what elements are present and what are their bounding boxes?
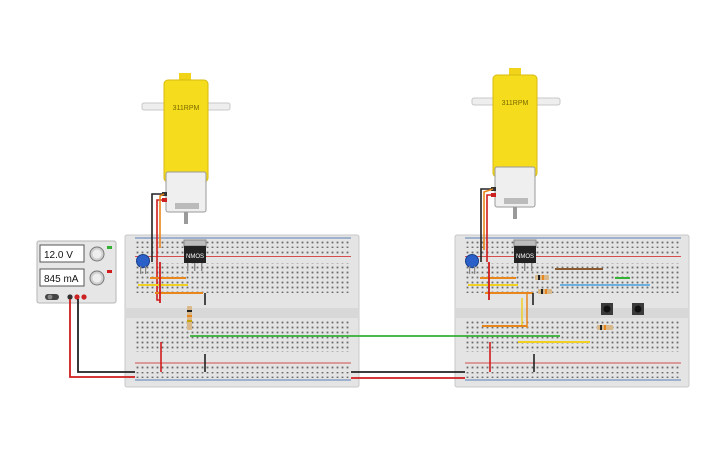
push-button[interactable] [601, 303, 613, 315]
inter-board-wires[interactable] [190, 335, 560, 379]
power-supply[interactable]: 12.0 V 845 mA [36, 240, 117, 304]
push-button[interactable] [632, 303, 644, 315]
nmos-label: NMOS [516, 254, 534, 260]
power-switch[interactable] [45, 294, 59, 300]
nmos-transistor[interactable]: NMOS [183, 239, 207, 271]
board-right-components[interactable]: NMOS [465, 239, 651, 372]
current-knob[interactable] [89, 270, 105, 286]
voltage-knob[interactable] [89, 246, 105, 262]
nmos-label: NMOS [186, 254, 204, 260]
motor-rpm-label: 311RPM [173, 105, 200, 112]
positive-terminal [74, 294, 80, 300]
nmos-transistor[interactable]: NMOS [513, 239, 537, 271]
psu-leads[interactable] [69, 299, 135, 378]
breadboard-left[interactable] [124, 234, 360, 388]
motor-wires[interactable] [151, 188, 494, 301]
current-readout: 845 mA [44, 274, 79, 285]
motor-rpm-label: 311RPM [502, 100, 529, 107]
dc-motor-left[interactable]: 311RPM [141, 73, 231, 224]
board-left-components[interactable]: NMOS [136, 239, 207, 372]
dc-motor-right[interactable]: 311RPM [471, 68, 561, 219]
negative-terminal [67, 294, 73, 300]
breadboard-right[interactable] [454, 234, 690, 388]
voltage-readout: 12.0 V [44, 250, 73, 261]
